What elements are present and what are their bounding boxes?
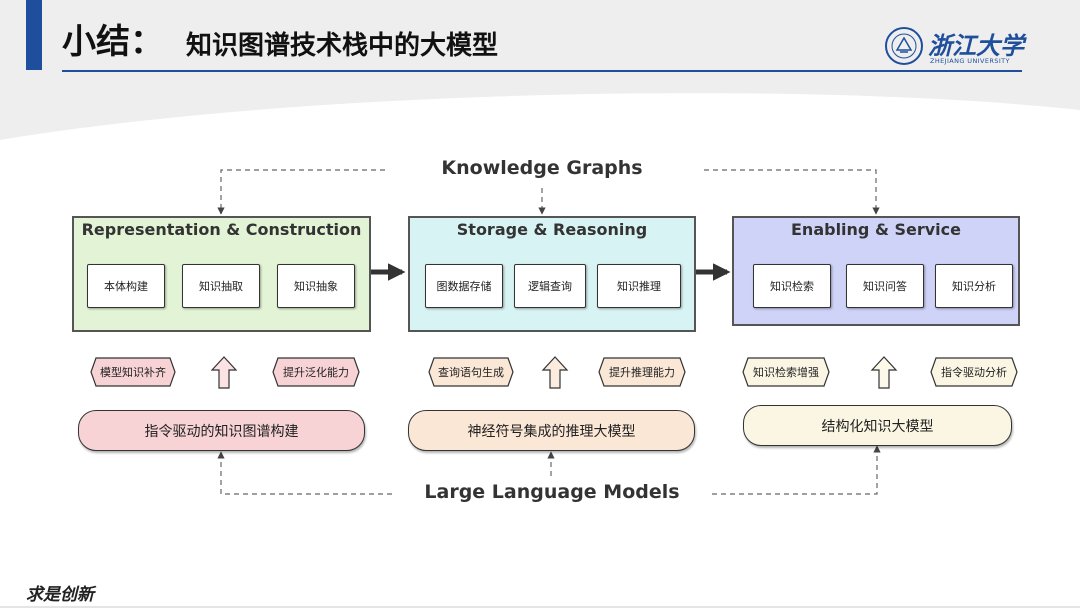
logo-subtext: ZHEJIANG UNIVERSITY (930, 57, 1010, 65)
university-seal-icon (885, 27, 923, 65)
tag-improve-reasoning: 提升推理能力 (598, 357, 686, 387)
page-subtitle: 知识图谱技术栈中的大模型 (186, 31, 499, 61)
item-ontology-construction: 本体构建 (87, 264, 165, 308)
group-enabling-service: Enabling & Service 知识检索 知识问答 知识分析 (732, 216, 1020, 326)
university-logo: 浙江大学 ZHEJIANG UNIVERSITY (884, 26, 1024, 66)
logo-text: 浙江大学 (928, 31, 1024, 60)
item-knowledge-extraction: 知识抽取 (182, 264, 260, 308)
pill-neuro-symbolic-reasoning: 神经符号集成的推理大模型 (408, 410, 695, 451)
tag-instruction-analysis: 指令驱动分析 (930, 357, 1018, 387)
tag-improve-generalization: 提升泛化能力 (272, 357, 360, 387)
group-title: Enabling & Service (791, 220, 961, 239)
item-knowledge-reasoning: 知识推理 (597, 264, 681, 308)
footer-logo: 求是创新 (26, 585, 94, 605)
llm-label: Large Language Models (424, 481, 680, 503)
title-underline (62, 70, 1022, 72)
page-title: 小结： (62, 22, 164, 62)
pill-instruction-kg-construction: 指令驱动的知识图谱构建 (78, 410, 365, 451)
title-accent-bar (26, 0, 42, 70)
tag-retrieval-augmentation: 知识检索增强 (742, 357, 830, 387)
up-arrow-icon (870, 356, 898, 389)
up-arrow-icon (541, 356, 569, 389)
knowledge-graphs-label: Knowledge Graphs (441, 157, 643, 179)
item-logic-query: 逻辑查询 (514, 264, 586, 308)
item-knowledge-qa: 知识问答 (846, 264, 924, 308)
group-storage-reasoning: Storage & Reasoning 图数据存储 逻辑查询 知识推理 (408, 216, 696, 332)
group-title: Representation & Construction (81, 220, 362, 239)
item-knowledge-retrieval: 知识检索 (753, 264, 831, 308)
tag-model-knowledge-completion: 模型知识补齐 (90, 357, 176, 387)
group-representation-construction: Representation & Construction 本体构建 知识抽取 … (72, 216, 371, 332)
footer-divider (0, 606, 1080, 608)
tag-query-generation: 查询语句生成 (428, 357, 514, 387)
item-graph-storage: 图数据存储 (425, 264, 503, 308)
group-title: Storage & Reasoning (456, 220, 648, 239)
pill-structured-knowledge-llm: 结构化知识大模型 (743, 405, 1012, 446)
item-knowledge-analysis: 知识分析 (935, 264, 1013, 308)
item-knowledge-abstraction: 知识抽象 (277, 264, 355, 308)
up-arrow-icon (210, 356, 238, 389)
